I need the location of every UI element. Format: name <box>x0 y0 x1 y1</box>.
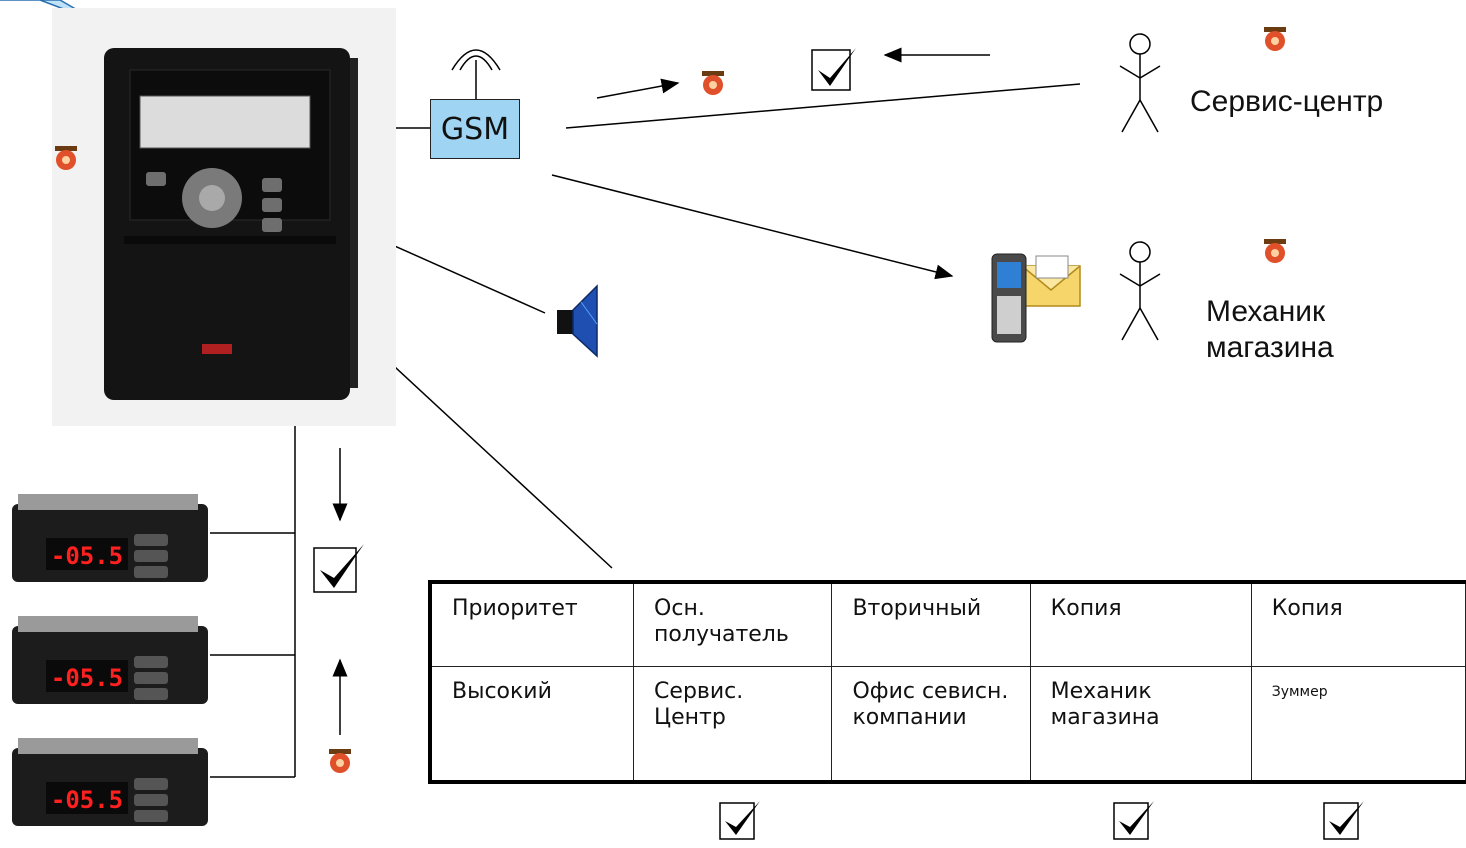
alarm-lamp-icon <box>55 146 77 170</box>
alarm-lamp-icon <box>329 749 351 773</box>
controller-unit: -05.5 <box>12 494 208 582</box>
table-header: Копия <box>1250 582 1466 667</box>
svg-text:-05.5: -05.5 <box>51 542 123 570</box>
table-header: Осн. получатель <box>633 582 833 667</box>
speaker-line <box>369 234 546 314</box>
table-line <box>354 329 613 569</box>
check-icon <box>1113 801 1154 840</box>
check-icon <box>811 48 856 91</box>
gsm-mechanic-arrow <box>551 174 954 280</box>
alarm-lamp-icon <box>1264 27 1286 51</box>
store-mechanic-label-1: Механик <box>1206 295 1326 328</box>
check-icon <box>719 801 760 840</box>
service-center-label: Сервис-центр <box>1190 85 1384 118</box>
priority-table: Приоритет Осн. получатель Вторичный Копи… <box>428 580 1466 784</box>
alarm-lamp-icon <box>1264 239 1286 263</box>
controller-unit: -05.5 <box>12 738 208 826</box>
gsm-modem: GSM <box>430 99 520 159</box>
to-lamp-arrow <box>596 78 680 99</box>
alarm-lamp-icon <box>702 71 724 95</box>
controller-unit: -05.5 <box>12 616 208 704</box>
antenna-icon <box>451 49 501 100</box>
gsm-service-line <box>565 83 1081 129</box>
table-cell: Высокий <box>430 665 635 782</box>
check-icon <box>313 544 364 593</box>
store-mechanic-label-2: магазина <box>1206 331 1334 364</box>
table-cell: Офис севисн. компании <box>831 665 1031 782</box>
alarm-controller-device <box>52 8 396 426</box>
table-header: Вторичный <box>831 582 1031 667</box>
phone-envelope-icon <box>991 253 1081 343</box>
table-header: Приоритет <box>430 582 635 667</box>
table-header: Копия <box>1029 582 1252 667</box>
table-row: Высокий Сервис. Центр Офис севисн. компа… <box>430 665 1466 782</box>
person-icon <box>1119 241 1161 341</box>
table-cell: Зуммер <box>1250 665 1466 782</box>
table-row: Приоритет Осн. получатель Вторичный Копи… <box>430 582 1466 667</box>
speaker-icon <box>557 284 598 358</box>
person-icon <box>1119 33 1161 133</box>
svg-text:-05.5: -05.5 <box>51 786 123 814</box>
check-icon <box>1323 801 1364 840</box>
table-cell: Механик магазина <box>1029 665 1252 782</box>
table-cell: Сервис. Центр <box>633 665 833 782</box>
svg-text:-05.5: -05.5 <box>51 664 123 692</box>
